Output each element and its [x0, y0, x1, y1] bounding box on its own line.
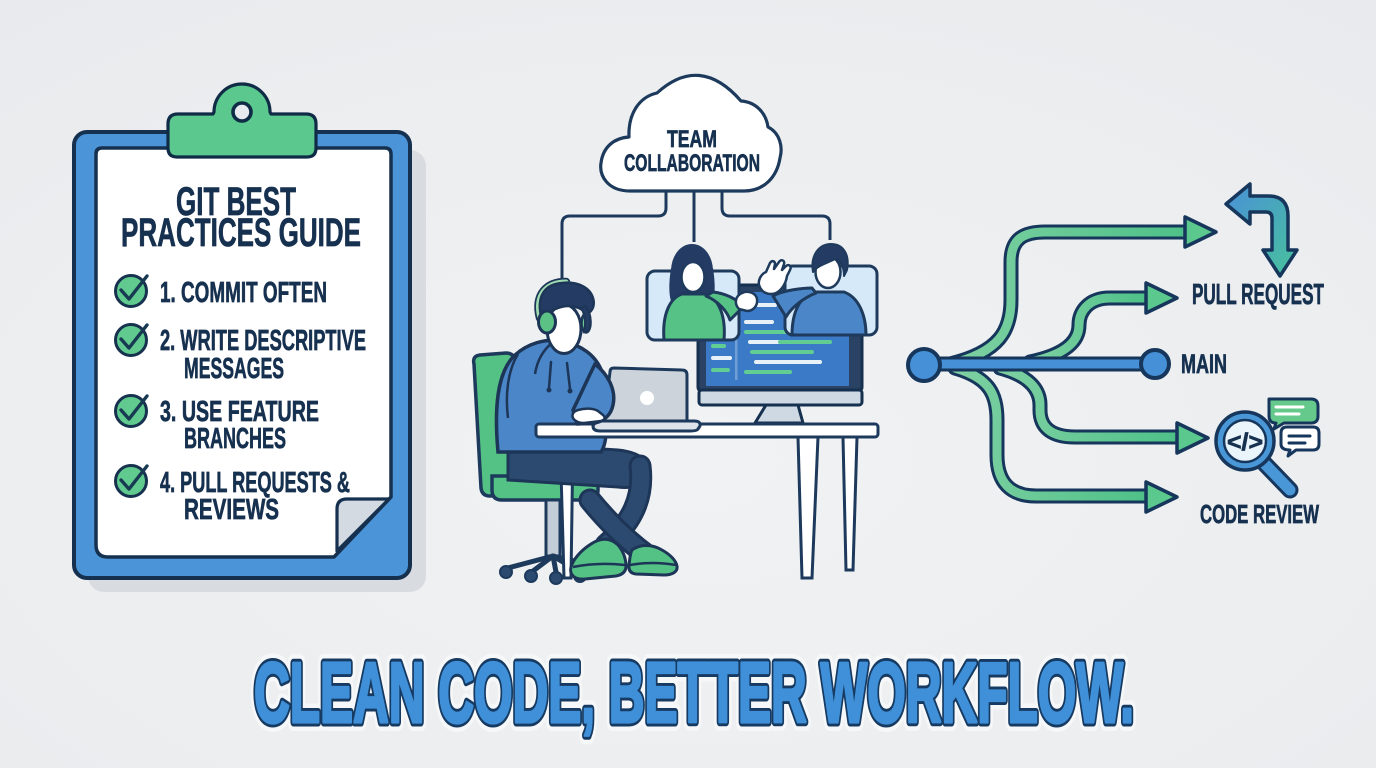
svg-text:CLEAN CODE, BETTER WORKFLOW.: CLEAN CODE, BETTER WORKFLOW. [254, 646, 1134, 741]
svg-text:1. COMMIT OFTEN: 1. COMMIT OFTEN [160, 277, 327, 309]
svg-text:</>: </> [1227, 429, 1263, 456]
svg-text:CLEAN CODE, BETTER WORKFLOW.: CLEAN CODE, BETTER WORKFLOW. [254, 646, 1134, 741]
svg-text:MAIN: MAIN [1181, 349, 1227, 379]
svg-text:CLEAN CODE, BETTER WORKFLOW.: CLEAN CODE, BETTER WORKFLOW. [254, 646, 1134, 741]
svg-text:COLLABORATION: COLLABORATION [624, 150, 760, 177]
svg-text:BRANCHES: BRANCHES [184, 423, 286, 455]
svg-text:2. WRITE DESCRIPTIVE: 2. WRITE DESCRIPTIVE [160, 325, 366, 357]
svg-text:4. PULL REQUESTS &: 4. PULL REQUESTS & [160, 467, 350, 499]
svg-text:PULL REQUEST: PULL REQUEST [1192, 279, 1324, 311]
svg-text:CODE REVIEW: CODE REVIEW [1200, 499, 1319, 529]
svg-text:MESSAGES: MESSAGES [184, 353, 284, 385]
svg-text:REVIEWS: REVIEWS [184, 494, 279, 526]
svg-text:PRACTICES GUIDE: PRACTICES GUIDE [121, 211, 361, 255]
svg-text:3. USE FEATURE: 3. USE FEATURE [160, 396, 319, 428]
svg-text:GIT BEST: GIT BEST [176, 180, 296, 224]
svg-text:TEAM: TEAM [667, 126, 717, 153]
